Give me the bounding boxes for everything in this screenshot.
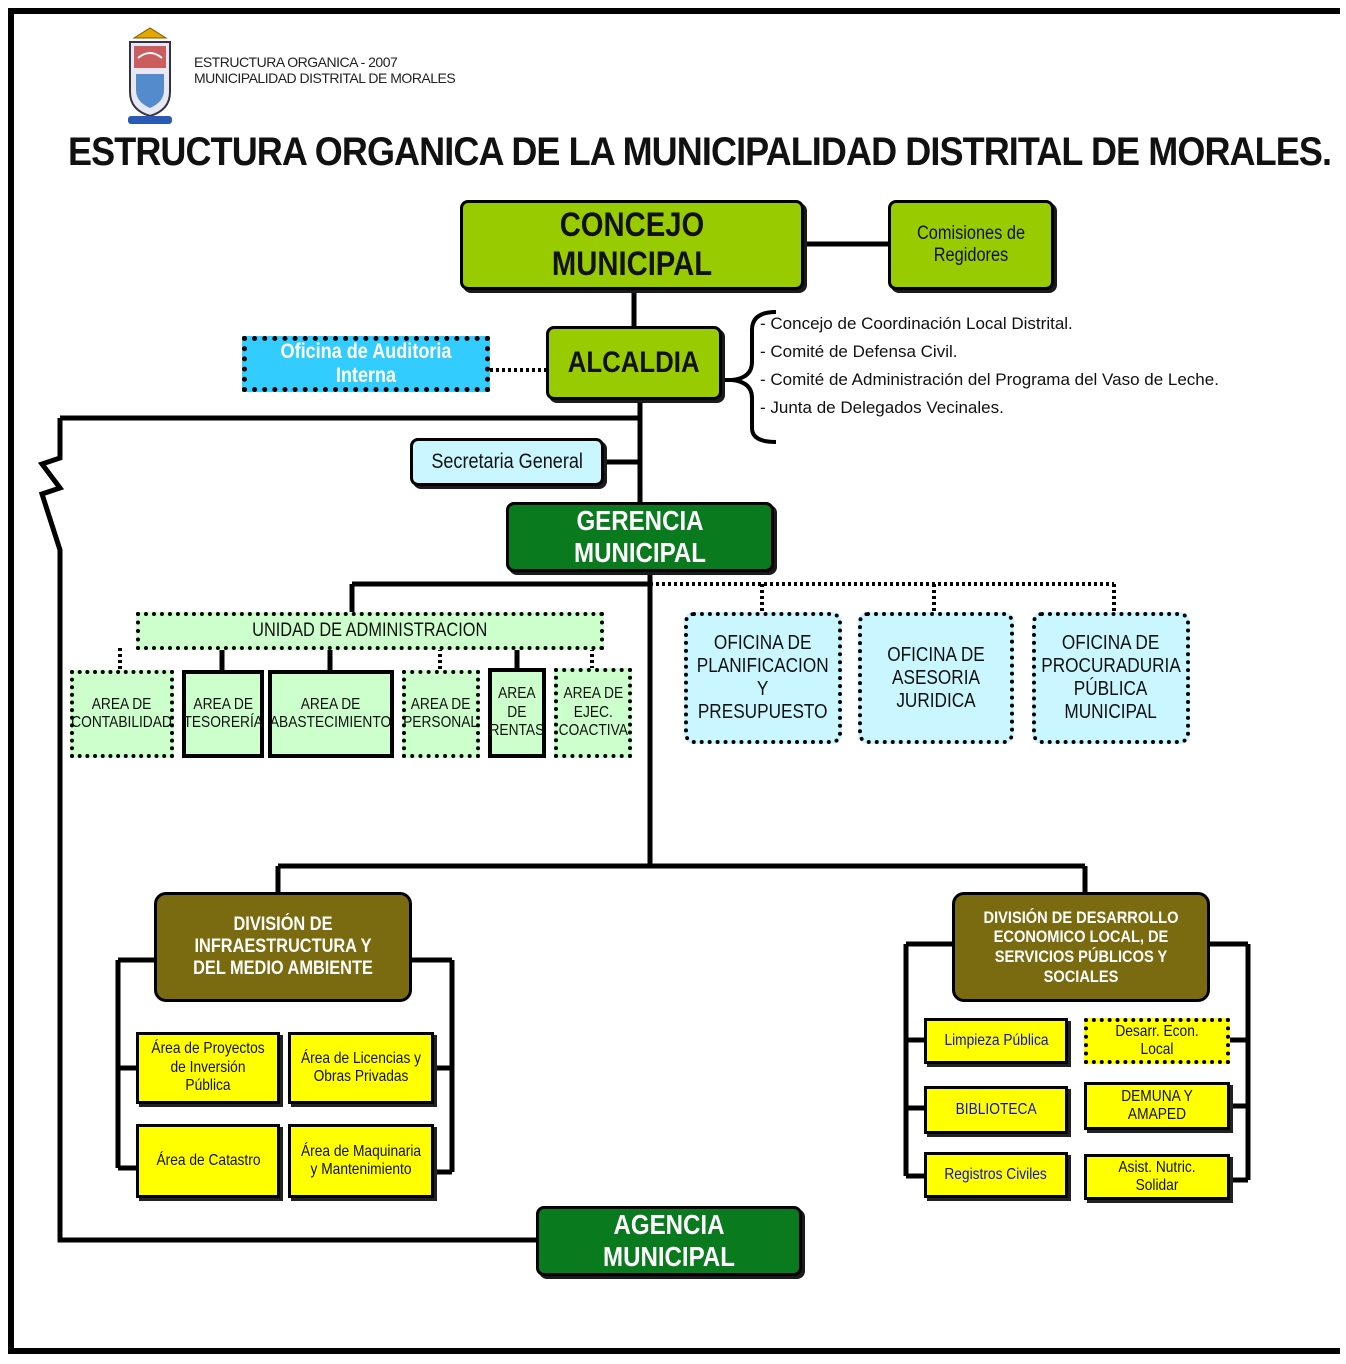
node-limpieza-label: Limpieza Pública [943,1031,1049,1049]
node-licencias-label: Área de Licencias y Obras Privadas [300,1049,422,1085]
node-licencias-obras: Área de Licencias y Obras Privadas [288,1032,434,1104]
node-oficina-planificacion: OFICINA DE PLANIFICACION Y PRESUPUESTO [684,612,842,744]
node-agencia-label: AGENCIA MUNICIPAL [603,1208,735,1272]
node-contabilidad-label: AREA DE CONTABILIDAD [71,695,173,731]
node-gerencia-municipal: GERENCIA MUNICIPAL [506,502,774,572]
node-planificacion-label: OFICINA DE PLANIFICACION Y PRESUPUESTO [697,632,829,723]
node-gerencia-label: GERENCIA MUNICIPAL [574,504,706,568]
alcaldia-body-text: Concejo de Coordinación Local Distrital. [770,314,1073,333]
node-proyectos-label: Área de Proyectos de Inversión Pública [151,1040,265,1095]
node-area-rentas: AREA DE RENTAS [488,668,546,758]
node-asist-nutric-label: Asist. Nutric. Solidar [1118,1158,1196,1194]
node-comisiones-regidores: Comisiones de Regidores [888,200,1054,290]
node-secretaria-general: Secretaria General [410,438,604,486]
node-maquinaria: Área de Maquinaria y Mantenimiento [288,1124,434,1198]
alcaldia-body-text: Comité de Defensa Civil. [770,342,958,361]
alcaldia-body-item: - Comité de Administración del Programa … [760,370,1219,389]
node-limpieza-publica: Limpieza Pública [924,1018,1068,1064]
node-catastro: Área de Catastro [136,1124,280,1198]
node-tesoreria-label: AREA DE TESORERÍA [183,695,263,731]
node-unidad-label: UNIDAD DE ADMINISTRACION [252,620,488,642]
node-concejo-label: CONCEJO MUNICIPAL [551,205,713,283]
node-asistencia-nutricional: Asist. Nutric. Solidar [1084,1154,1230,1200]
node-division-infraestructura: DIVISIÓN DE INFRAESTRUCTURA Y DEL MEDIO … [154,892,412,1002]
node-div-infra-label: DIVISIÓN DE INFRAESTRUCTURA Y DEL MEDIO … [193,914,373,979]
node-desarrollo-economico: Desarr. Econ. Local [1084,1018,1230,1064]
node-area-contabilidad: AREA DE CONTABILIDAD [70,670,174,758]
node-oficina-procuraduria: OFICINA DE PROCURADURIA PÚBLICA MUNICIPA… [1032,612,1190,744]
node-registros-civiles: Registros Civiles [924,1152,1068,1198]
municipal-crest-icon [124,24,176,128]
node-alcaldia-label: ALCALDIA [568,345,700,379]
node-comisiones-label: Comisiones de Regidores [916,223,1026,266]
node-proyectos-inversion: Área de Proyectos de Inversión Pública [136,1032,280,1104]
node-secretaria-label: Secretaria General [431,449,583,473]
node-agencia-municipal: AGENCIA MUNICIPAL [536,1206,802,1276]
node-area-personal: AREA DE PERSONAL [402,670,480,758]
node-div-desarrollo-label: DIVISIÓN DE DESARROLLO ECONOMICO LOCAL, … [983,907,1179,986]
node-concejo-municipal: CONCEJO MUNICIPAL [460,200,804,290]
node-personal-label: AREA DE PERSONAL [403,695,479,731]
node-demuna: DEMUNA Y AMAPED [1084,1082,1230,1130]
node-unidad-administracion: UNIDAD DE ADMINISTRACION [136,612,604,650]
node-registros-label: Registros Civiles [944,1165,1048,1183]
node-biblioteca: BIBLIOTECA [924,1086,1068,1134]
node-division-desarrollo: DIVISIÓN DE DESARROLLO ECONOMICO LOCAL, … [952,892,1210,1002]
node-desarr-econ-label: Desarr. Econ. Local [1115,1022,1199,1058]
node-abastecimiento-label: AREA DE ABASTECIMIENTO [270,695,392,731]
header-subtitle: ESTRUCTURA ORGANICA - 2007 MUNICIPALIDAD… [194,54,456,86]
node-maquinaria-label: Área de Maquinaria y Mantenimiento [300,1142,422,1178]
alcaldia-bodies-list: - Concejo de Coordinación Local Distrita… [760,310,1219,422]
node-demuna-label: DEMUNA Y AMAPED [1121,1087,1193,1123]
alcaldia-body-item: - Comité de Defensa Civil. [760,342,958,361]
node-biblioteca-label: BIBLIOTECA [955,1100,1037,1118]
node-area-abastecimiento: AREA DE ABASTECIMIENTO [268,670,394,758]
node-coactiva-label: AREA DE EJEC. COACTIVA [558,685,628,740]
header-line-2: MUNICIPALIDAD DISTRITAL DE MORALES [194,70,456,86]
alcaldia-body-item: - Junta de Delegados Vecinales. [760,398,1004,417]
node-auditoria-interna: Oficina de Auditoria Interna [242,336,490,392]
node-area-coactiva: AREA DE EJEC. COACTIVA [554,668,632,758]
alcaldia-body-item: - Concejo de Coordinación Local Distrita… [760,314,1073,333]
header-line-1: ESTRUCTURA ORGANICA - 2007 [194,54,398,70]
node-asesoria-label: OFICINA DE ASESORIA JURIDICA [887,643,985,712]
node-alcaldia: ALCALDIA [546,326,722,400]
node-procuraduria-label: OFICINA DE PROCURADURIA PÚBLICA MUNICIPA… [1041,632,1182,723]
alcaldia-body-text: Junta de Delegados Vecinales. [770,398,1004,417]
node-oficina-asesoria: OFICINA DE ASESORIA JURIDICA [858,612,1014,744]
node-rentas-label: AREA DE RENTAS [489,685,545,740]
node-area-tesoreria: AREA DE TESORERÍA [182,670,264,758]
node-catastro-label: Área de Catastro [155,1151,261,1169]
page-title: ESTRUCTURA ORGANICA DE LA MUNICIPALIDAD … [68,130,1332,174]
node-auditoria-label: Oficina de Auditoria Interna [280,339,452,387]
alcaldia-body-text: Comité de Administración del Programa de… [770,370,1219,389]
